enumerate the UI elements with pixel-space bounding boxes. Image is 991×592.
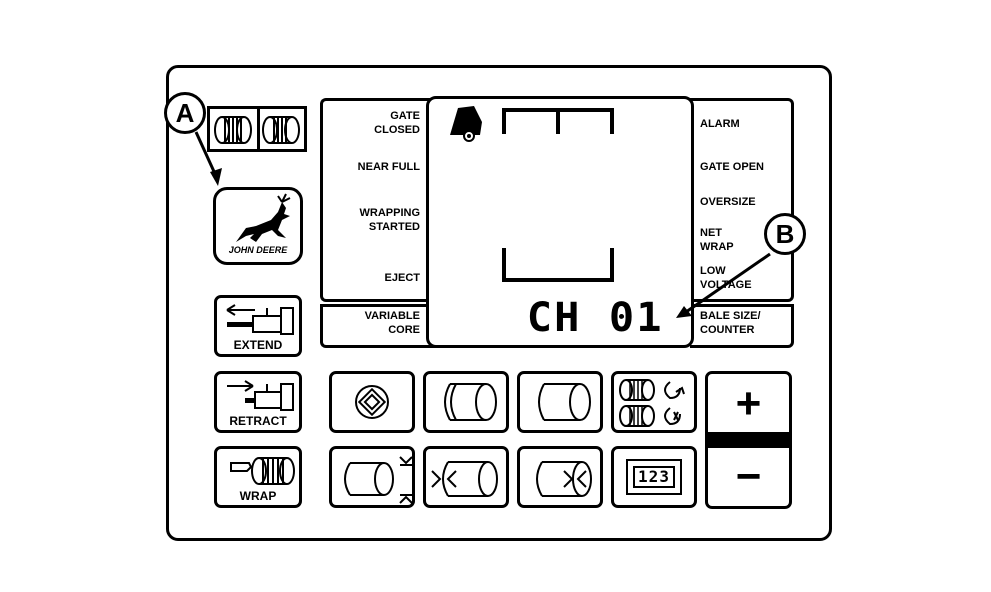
callout-b-arrow (685, 252, 771, 314)
diamond-icon (355, 385, 389, 419)
logo-text: JOHN DEERE (228, 245, 288, 255)
wrap-icon (230, 457, 295, 485)
right-label-panel-lower (690, 304, 794, 348)
rocker-divider (708, 432, 789, 448)
retract-label: RETRACT (229, 414, 287, 428)
label-gate-open: GATE OPEN (700, 161, 764, 173)
callout-b: B (764, 213, 806, 255)
counter-digits: 123 (638, 467, 670, 486)
counter-icon: 123 (626, 459, 682, 495)
bale-type-indicator (207, 106, 307, 152)
net-wrap-select-button[interactable] (611, 371, 697, 433)
minus-button[interactable]: − (708, 448, 789, 506)
bale-size-button[interactable] (329, 446, 415, 508)
channel-readout: CH 01 (526, 295, 664, 341)
left-label-panel-lower (320, 304, 440, 348)
console-panel (166, 65, 832, 541)
retract-icon (227, 380, 294, 411)
core-diameter-button-2[interactable] (517, 446, 603, 508)
right-label-panel (690, 98, 794, 302)
callout-a: A (164, 92, 206, 134)
callout-a-arrow (194, 131, 218, 177)
label-bale-size-counter: BALE SIZE/ COUNTER (700, 310, 761, 336)
extend-label: EXTEND (233, 338, 283, 352)
home-button[interactable] (329, 371, 415, 433)
label-variable-core: VARIABLE CORE (364, 310, 420, 336)
core-in-left-icon (431, 461, 498, 497)
plus-button[interactable]: + (708, 374, 789, 432)
core-diameter-button-1[interactable] (423, 446, 509, 508)
deer-icon (236, 193, 291, 242)
plus-minus-rocker: + − (705, 371, 792, 509)
label-near-full: NEAR FULL (357, 161, 420, 173)
left-label-panel (320, 98, 440, 302)
wrap-label: WRAP (239, 489, 277, 503)
wrap-button[interactable]: WRAP (214, 446, 302, 508)
bale-icon-right (262, 116, 300, 144)
plus-icon: + (735, 379, 762, 428)
label-gate-closed: GATE CLOSED (374, 110, 420, 136)
john-deere-logo-button[interactable]: JOHN DEERE (213, 187, 303, 265)
label-oversize: OVERSIZE (700, 196, 756, 208)
bale-shape-button-2[interactable] (517, 371, 603, 433)
bale-cylinder-icon (538, 383, 591, 421)
counter-button[interactable]: 123 (611, 446, 697, 508)
label-alarm: ALARM (700, 118, 740, 130)
bale-left-arc-icon (444, 383, 497, 421)
bale-size-icon (344, 456, 413, 504)
baler-icon (450, 106, 482, 142)
retract-button[interactable]: RETRACT (214, 371, 302, 433)
minus-icon: − (735, 452, 762, 501)
label-net-wrap: NET WRAP (700, 227, 734, 253)
bale-icon-left (214, 116, 252, 144)
label-wrapping-started: WRAPPING STARTED (359, 207, 421, 233)
core-in-right-icon (536, 461, 592, 497)
extend-button[interactable]: EXTEND (214, 295, 302, 357)
net-twine-icon (619, 379, 685, 427)
label-eject: EJECT (384, 272, 420, 284)
bale-shape-button-1[interactable] (423, 371, 509, 433)
bale-chamber-outline (502, 108, 614, 282)
extend-icon (226, 304, 294, 335)
